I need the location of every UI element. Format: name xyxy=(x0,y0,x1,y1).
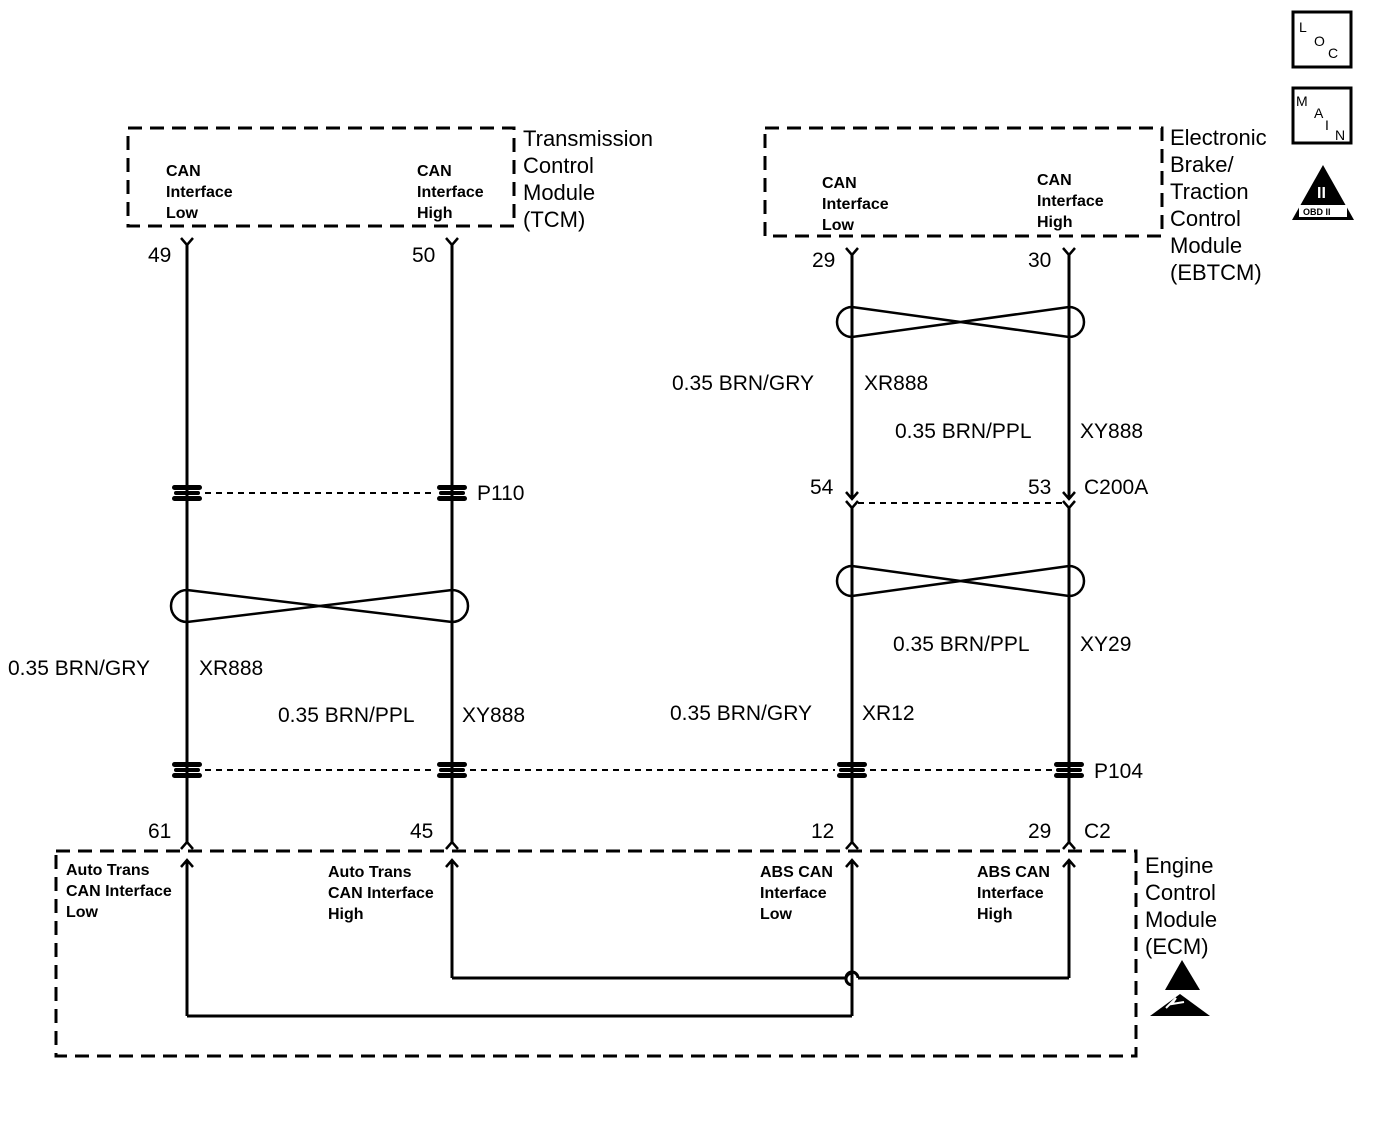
ecm-at-low-label: Auto Trans CAN Interface Low xyxy=(66,862,176,921)
twisted-pair-icon xyxy=(169,305,1086,624)
tcm-name: Transmission Control Module (TCM) xyxy=(523,126,659,232)
ecm-at-high-label: Auto Trans CAN Interface High xyxy=(328,864,438,923)
ebtcm-pin-29: 29 xyxy=(812,249,835,272)
tcm-pin-49: 49 xyxy=(148,244,171,267)
wire-tcm-low-id: XR888 xyxy=(199,657,263,680)
wire-eb-low-upper: 0.35 BRN/GRY xyxy=(672,372,814,395)
inline-connector-icons xyxy=(172,485,1084,778)
terminal-marks xyxy=(180,237,1076,257)
tcm-wires xyxy=(185,245,454,842)
ecm-connector-c2: C2 xyxy=(1084,820,1111,843)
ecm-pin-45: 45 xyxy=(410,820,433,843)
ecm-abs-high-label: ABS CAN Interface High xyxy=(977,864,1054,923)
obd-ii-icon: II OBD II xyxy=(1292,165,1354,220)
ebtcm-high-label: CAN Interface High xyxy=(1037,172,1108,231)
c200a-pin-53: 53 xyxy=(1028,476,1051,499)
svg-text:N: N xyxy=(1335,127,1345,143)
ebtcm-pin-30: 30 xyxy=(1028,249,1051,272)
ecm-pin-12: 12 xyxy=(811,820,834,843)
svg-text:C: C xyxy=(1328,45,1338,61)
ebtcm-wires xyxy=(850,255,1071,842)
ebtcm-low-label: CAN Interface Low xyxy=(822,175,893,234)
ecm-pin-29: 29 xyxy=(1028,820,1051,843)
wire-tcm-high-id: XY888 xyxy=(462,704,525,727)
p104-label: P104 xyxy=(1094,760,1143,783)
wire-eb-low-lower: 0.35 BRN/GRY xyxy=(670,702,812,725)
ecm-name: Engine Control Module (ECM) xyxy=(1145,853,1223,959)
wire-tcm-high: 0.35 BRN/PPL xyxy=(278,704,415,727)
wire-eb-high-lower-id: XY29 xyxy=(1080,633,1131,656)
loc-icon: L O C xyxy=(1291,10,1353,69)
c200a-label: C200A xyxy=(1084,476,1148,499)
svg-text:OBD II: OBD II xyxy=(1303,207,1331,217)
svg-text:L: L xyxy=(1299,19,1307,35)
ecm-abs-low-label: ABS CAN Interface Low xyxy=(760,864,837,923)
svg-text:I: I xyxy=(1325,117,1329,133)
ecm-pin-61: 61 xyxy=(148,820,171,843)
p110-label: P110 xyxy=(477,482,525,505)
wire-eb-high-lower: 0.35 BRN/PPL xyxy=(893,633,1030,656)
main-icon: M A I N xyxy=(1291,86,1353,145)
wire-eb-high-upper: 0.35 BRN/PPL xyxy=(895,420,1032,443)
c200a-pin-54: 54 xyxy=(810,476,834,499)
tcm-high-label: CAN Interface High xyxy=(417,163,488,222)
c200a-connector-icon xyxy=(845,491,1076,510)
tcm-low-label: CAN Interface Low xyxy=(166,163,237,222)
svg-text:A: A xyxy=(1314,105,1324,121)
svg-text:II: II xyxy=(1317,185,1326,202)
ecm-box xyxy=(54,849,1138,1058)
esd-warning-icon xyxy=(1150,960,1210,1016)
ebtcm-name: Electronic Brake/ Traction Control Modul… xyxy=(1170,125,1273,285)
svg-text:M: M xyxy=(1296,93,1308,109)
wire-eb-high-upper-id: XY888 xyxy=(1080,420,1143,443)
svg-text:O: O xyxy=(1314,33,1325,49)
ecm-internal-wires xyxy=(185,860,1071,1018)
wire-eb-low-upper-id: XR888 xyxy=(864,372,928,395)
wire-eb-low-lower-id: XR12 xyxy=(862,702,915,725)
ebtcm-box xyxy=(763,126,1164,238)
wire-tcm-low: 0.35 BRN/GRY xyxy=(8,657,150,680)
ecm-terminal-marks xyxy=(180,840,1076,868)
tcm-pin-50: 50 xyxy=(412,244,435,267)
